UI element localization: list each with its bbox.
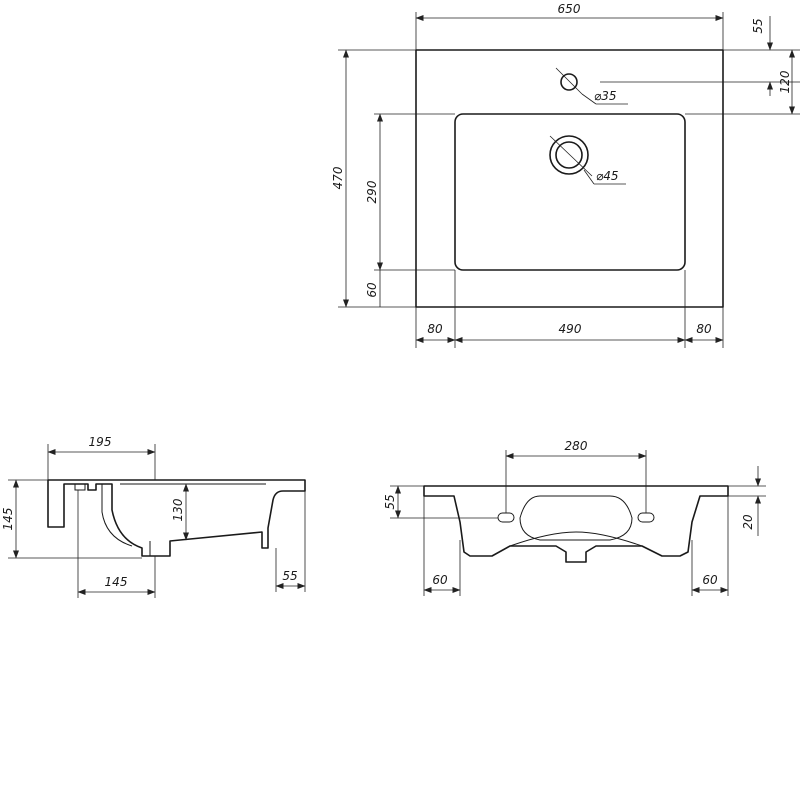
dim-tap-diameter: ⌀35: [594, 89, 617, 103]
dim-bowl-depth: 130: [171, 498, 185, 521]
side-view: 195 145 130 145 55: [1, 435, 306, 598]
dim-drain-diameter: ⌀45: [596, 169, 619, 183]
dim-left-edge: 60: [432, 573, 448, 587]
dim-rear-to-drain: 195: [89, 435, 112, 449]
dim-width: 650: [558, 2, 581, 16]
dim-basin-width: 490: [559, 322, 582, 336]
top-view-outline: [415, 49, 724, 308]
tap-hole: [555, 67, 583, 95]
dim-bracket-spacing: 280: [565, 439, 588, 453]
dim-rim-thickness: 20: [741, 514, 755, 530]
basin-outline: [454, 113, 686, 271]
side-view-outline: [47, 479, 306, 557]
dim-front-lip: 55: [282, 569, 297, 583]
dim-basin-depth: 290: [365, 180, 379, 203]
dim-bracket-height: 55: [383, 494, 397, 509]
dim-tap-offset: 55: [751, 18, 765, 33]
dim-depth: 470: [331, 166, 345, 189]
dim-height: 145: [1, 508, 15, 531]
dim-left-rim: 80: [427, 322, 443, 336]
dim-right-edge: 60: [702, 573, 718, 587]
dim-front-rim: 60: [365, 282, 379, 298]
front-view-outline: [423, 485, 729, 563]
drain-hole: [549, 135, 593, 177]
dim-tap-center: 120: [778, 70, 792, 93]
dim-right-rim: 80: [696, 322, 712, 336]
top-view: 650 55 120 ⌀35 ⌀45 470 290 60: [331, 2, 800, 348]
dim-drain-offset: 145: [105, 575, 128, 589]
front-view: 280 55 20 60 60: [383, 439, 766, 596]
